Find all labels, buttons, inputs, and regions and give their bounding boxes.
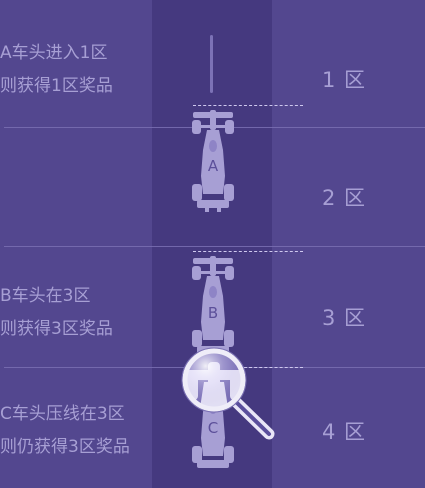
zone-label-2: 2 区 [322, 186, 367, 210]
rule-b-line2: 则获得3区奖品 [0, 319, 113, 339]
car-c-nose-line [193, 367, 303, 368]
car-c-letter: C [207, 419, 219, 437]
zone-divider-2-3 [4, 246, 425, 247]
start-pole [210, 35, 213, 93]
rule-c-line2: 则仍获得3区奖品 [0, 437, 130, 457]
rule-c-line1: C车头压线在3区 [0, 404, 125, 424]
car-a: A [190, 110, 236, 214]
race-car-icon [192, 256, 234, 358]
magnifier-icon [178, 342, 278, 442]
zone-label-3: 3 区 [322, 306, 367, 330]
car-a-nose-line [193, 105, 303, 106]
race-car-icon [192, 110, 234, 212]
rule-b-line1: B车头在3区 [0, 286, 91, 306]
car-a-letter: A [207, 157, 219, 175]
rule-a-line1: A车头进入1区 [0, 43, 108, 63]
car-b: B [190, 256, 236, 360]
zone-label-4: 4 区 [322, 420, 367, 444]
car-b-nose-line [193, 251, 303, 252]
car-b-letter: B [207, 304, 219, 322]
zone-label-1: 1 区 [322, 68, 367, 92]
rule-a-line2: 则获得1区奖品 [0, 76, 113, 96]
